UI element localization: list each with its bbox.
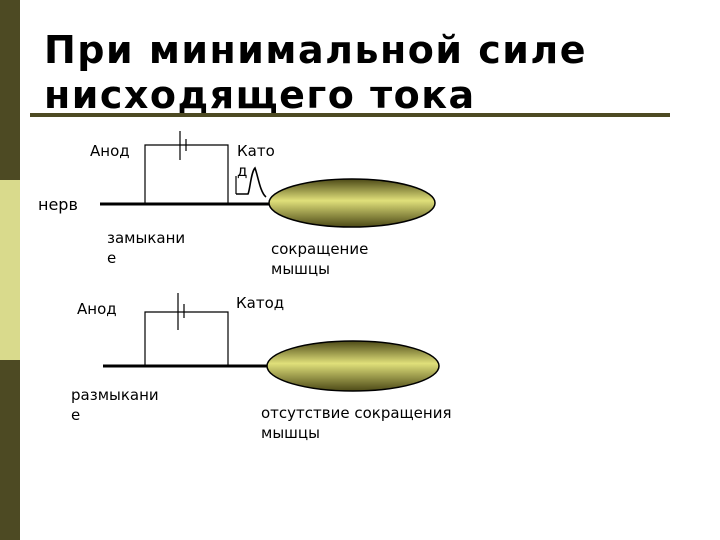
bottom-cathode-label: Катод xyxy=(236,294,285,312)
bottom-electrode-loop xyxy=(144,311,229,366)
top-muscle xyxy=(268,178,436,228)
top-result-label: сокращение мышцы xyxy=(271,240,369,278)
title-underline xyxy=(30,113,670,117)
top-closing-label: замыкани е xyxy=(107,229,186,267)
bottom-circuit xyxy=(103,293,440,392)
top-cathode-label: Като д xyxy=(237,142,275,180)
bottom-anode-label: Анод xyxy=(77,300,117,318)
bottom-result-label: отсутствие сокращения мышцы xyxy=(261,404,452,442)
accent-block-top xyxy=(0,0,20,180)
top-circuit xyxy=(100,131,436,228)
nerve-label: нерв xyxy=(38,195,78,214)
top-anode-label: Анод xyxy=(90,142,130,160)
left-accent-bar xyxy=(0,0,20,540)
muscle-twitch-icon xyxy=(235,166,267,198)
top-electrode-loop xyxy=(144,144,229,204)
accent-block-middle xyxy=(0,180,20,360)
accent-block-bottom xyxy=(0,360,20,540)
bottom-muscle xyxy=(266,340,440,392)
slide-title: При минимальной силе нисходящего тока xyxy=(44,28,587,117)
bottom-opening-label: размыкани е xyxy=(71,386,159,424)
